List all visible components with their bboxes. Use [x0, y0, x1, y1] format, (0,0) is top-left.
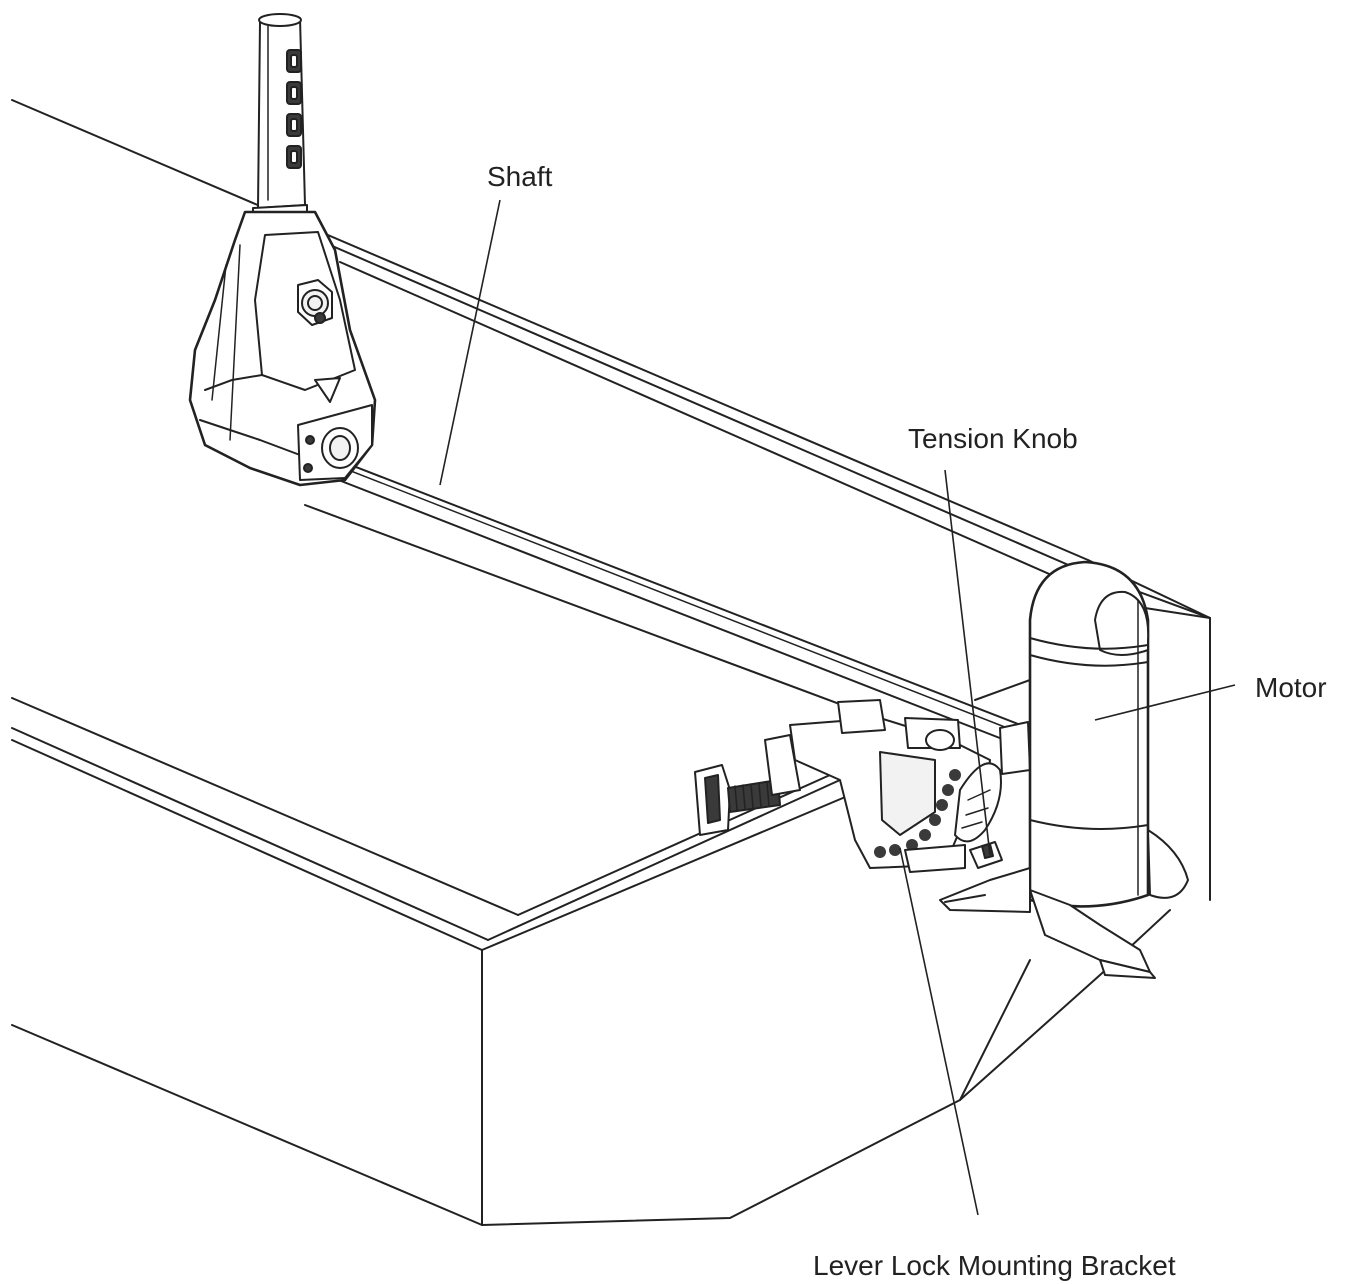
- control-head: [188, 13, 377, 487]
- label-tension-knob: Tension Knob: [908, 423, 1078, 454]
- shaft-leader: [439, 199, 501, 486]
- tension-knob-leader: [944, 469, 991, 856]
- leader-lines: [439, 199, 1236, 1216]
- motor: [939, 560, 1189, 979]
- label-shaft: Shaft: [487, 161, 553, 192]
- motor-leader: [1094, 684, 1236, 721]
- label-lever-lock-mounting-bracket: Lever Lock Mounting Bracket: [813, 1250, 1176, 1281]
- mounting-bracket: [694, 699, 1003, 873]
- label-motor: Motor: [1255, 672, 1327, 703]
- bracket-leader: [899, 847, 979, 1216]
